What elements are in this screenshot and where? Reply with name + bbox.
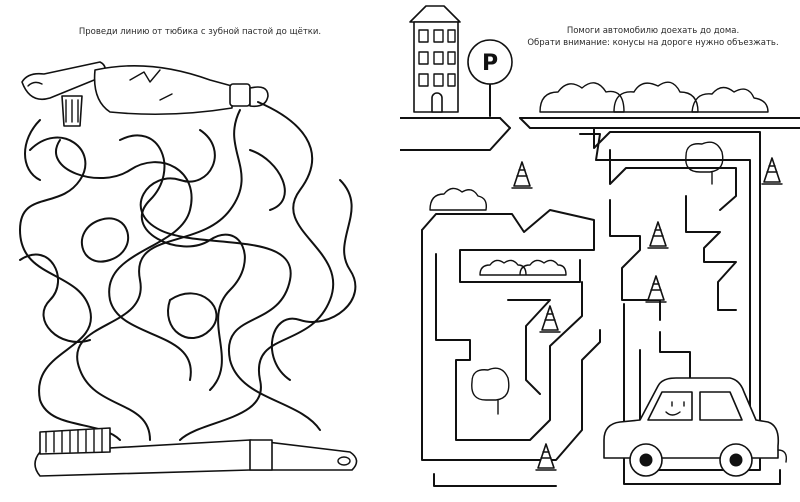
traffic-cone-icon [539,305,561,333]
right-instruction: Помоги автомобилю доехать до дома. Обрат… [518,25,788,49]
road-maze: P [400,5,800,487]
traffic-cone-icon [647,221,669,249]
maze-paths[interactable] [19,101,357,441]
traffic-cone-icon [511,161,533,189]
bushes-decor [429,81,769,415]
right-instruction-line1: Помоги автомобилю доехать до дома. [566,26,740,36]
parking-sign-icon: P [467,39,513,117]
traffic-cones [511,157,783,471]
right-page: Помоги автомобилю доехать до дома. Обрат… [400,0,800,502]
left-instruction: Проведи линию от тюбика с зубной пастой … [78,27,322,37]
traffic-cone-icon [761,157,783,185]
parking-sign-letter: P [482,51,498,76]
left-page: Проведи линию от тюбика с зубной пастой … [19,27,358,477]
traffic-cone-icon [645,275,667,303]
traffic-cone-icon [535,443,557,471]
right-instruction-line2: Обрати внимание: конусы на дороге нужно … [527,38,779,48]
toothpaste-tube-icon[interactable] [21,61,269,127]
house-icon[interactable] [409,5,461,113]
car-icon[interactable] [603,377,788,477]
toothpaste-maze [19,61,358,477]
toothbrush-icon[interactable] [34,427,358,477]
